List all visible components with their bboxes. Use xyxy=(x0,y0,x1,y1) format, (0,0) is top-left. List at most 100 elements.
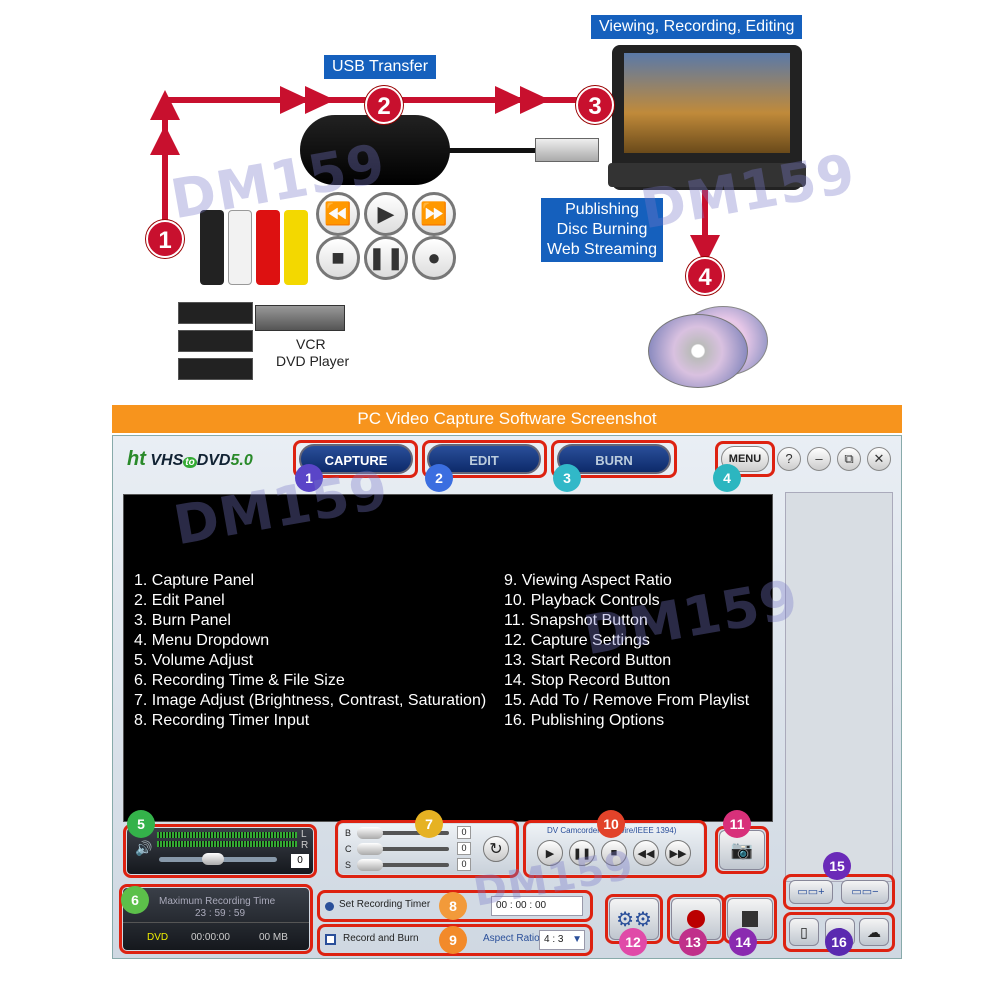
volume-slider-knob[interactable] xyxy=(202,853,225,865)
fast-forward-icon: ⏩ xyxy=(412,192,456,236)
legend-item: 8. Recording Timer Input xyxy=(134,712,310,729)
logo-to: to xyxy=(183,457,197,468)
callout-8: 8 xyxy=(439,892,467,920)
step-4-badge: 4 xyxy=(686,257,724,295)
highlight-box xyxy=(422,440,547,478)
minimize-button[interactable]: – xyxy=(807,447,831,471)
rewind-icon: ⏪ xyxy=(316,192,360,236)
callout-6: 6 xyxy=(121,886,149,914)
tab-capture[interactable]: CAPTURE xyxy=(299,444,413,474)
viewing-label: Viewing, Recording, Editing xyxy=(591,15,803,39)
volume-value: 0 xyxy=(291,854,309,868)
callout-13: 13 xyxy=(679,928,707,956)
rewind-icon[interactable]: ◀◀ xyxy=(633,840,659,866)
callout-1: 1 xyxy=(295,464,323,492)
volume-slider[interactable] xyxy=(159,853,277,865)
audio-level-meter xyxy=(157,832,297,838)
step-2-badge: 2 xyxy=(365,86,403,124)
highlight-box xyxy=(317,890,593,922)
fast-forward-icon[interactable]: ▶▶ xyxy=(665,840,691,866)
restore-button[interactable]: ⧉ xyxy=(837,447,861,471)
stop-icon: ■ xyxy=(316,236,360,280)
usb-plug xyxy=(535,138,599,162)
pause-icon: ❚❚ xyxy=(364,236,408,280)
legend-item: 5. Volume Adjust xyxy=(134,652,254,669)
timer-input[interactable]: 00 : 00 : 00 xyxy=(491,896,583,916)
remove-from-playlist-button[interactable]: ▭▭− xyxy=(841,880,889,904)
legend-item: 4. Menu Dropdown xyxy=(134,632,270,649)
publish-cloud-button[interactable]: ☁ xyxy=(859,918,889,946)
left-channel-label: L xyxy=(301,829,307,840)
legend-item: 15. Add To / Remove From Playlist xyxy=(504,692,750,709)
reset-icon[interactable]: ↻ xyxy=(483,836,509,862)
timer-hours: 00 xyxy=(496,900,508,911)
pause-icon[interactable]: ❚❚ xyxy=(569,840,595,866)
disc-image xyxy=(648,300,778,390)
logo-vhs: VHS xyxy=(150,452,184,469)
volume-panel: L R 🔊 0 xyxy=(127,828,313,874)
brightness-slider[interactable] xyxy=(357,827,449,839)
dvd-player-label: DVD Player xyxy=(276,353,350,369)
speaker-icon: 🔊 xyxy=(135,840,153,856)
legend-item: 6. Recording Time & File Size xyxy=(134,672,345,689)
brightness-value: 0 xyxy=(457,826,471,839)
callout-9: 9 xyxy=(439,926,467,954)
timer-seconds: 00 xyxy=(534,900,547,911)
legend-item: 13. Start Record Button xyxy=(504,652,672,669)
usb-cable xyxy=(440,148,540,153)
add-to-playlist-button[interactable]: ▭▭+ xyxy=(789,880,833,904)
record-burn-checkbox[interactable] xyxy=(325,934,336,945)
cloud-icon: ☁ xyxy=(867,924,881,940)
close-button[interactable]: ✕ xyxy=(867,447,891,471)
callout-7: 7 xyxy=(415,810,443,838)
saturation-slider[interactable] xyxy=(357,859,449,871)
right-channel-label: R xyxy=(301,840,309,851)
usb-transfer-label: USB Transfer xyxy=(324,55,437,79)
callout-14: 14 xyxy=(729,928,757,956)
step-1-badge: 1 xyxy=(146,220,184,258)
publish-device-button[interactable]: ▯ xyxy=(789,918,819,946)
legend-item: 3. Burn Panel xyxy=(134,612,231,629)
playlist-add-icon: ▭▭+ xyxy=(797,886,825,898)
capture-settings-button[interactable]: ⚙⚙ xyxy=(609,898,659,940)
contrast-slider[interactable] xyxy=(357,843,449,855)
help-button[interactable]: ? xyxy=(777,447,801,471)
callout-10: 10 xyxy=(597,810,625,838)
laptop-image xyxy=(608,45,806,190)
camera-icon: 📷 xyxy=(730,839,754,860)
callout-15: 15 xyxy=(823,852,851,880)
vcr-label: VCR xyxy=(296,336,326,352)
vcr-image xyxy=(255,305,345,331)
logo-version: 5.0 xyxy=(230,452,253,469)
elapsed-time: 00:00:00 xyxy=(191,932,230,943)
logo-dvd: DVD xyxy=(196,452,231,469)
legend-item: 12. Capture Settings xyxy=(504,632,650,649)
publishing-label: Publishing Disc Burning Web Streaming xyxy=(541,198,663,262)
timer-radio[interactable] xyxy=(325,902,334,911)
highlight-box xyxy=(119,884,313,954)
timer-minutes: 00 xyxy=(515,900,527,911)
callout-12: 12 xyxy=(619,928,647,956)
playlist-remove-icon: ▭▭− xyxy=(851,886,879,898)
aspect-ratio-select[interactable]: 4 : 3 ▼ xyxy=(539,930,585,950)
logo-ht: ht xyxy=(127,448,146,470)
timer-row: Set Recording Timer 00 : 00 : 00 xyxy=(321,894,589,918)
highlight-box xyxy=(293,440,418,478)
highlight-box xyxy=(317,924,593,956)
step-3-badge: 3 xyxy=(576,86,614,124)
legend-item: 14. Stop Record Button xyxy=(504,672,671,689)
contrast-value: 0 xyxy=(457,842,471,855)
saturation-value: 0 xyxy=(457,858,471,871)
publishing-line: Publishing xyxy=(565,201,639,218)
stop-icon[interactable]: ■ xyxy=(601,840,627,866)
brightness-label: B xyxy=(345,828,352,838)
max-recording-title: Maximum Recording Time xyxy=(159,896,276,907)
max-recording-time: 23 : 59 : 59 xyxy=(195,908,246,919)
legend-item: 9. Viewing Aspect Ratio xyxy=(504,572,672,589)
record-icon: ● xyxy=(412,236,456,280)
recording-time-panel: Maximum Recording Time 23 : 59 : 59 DVD … xyxy=(123,888,309,950)
legend-item: 16. Publishing Options xyxy=(504,712,665,729)
play-icon[interactable]: ▶ xyxy=(537,840,563,866)
usb-capture-device xyxy=(300,115,450,185)
